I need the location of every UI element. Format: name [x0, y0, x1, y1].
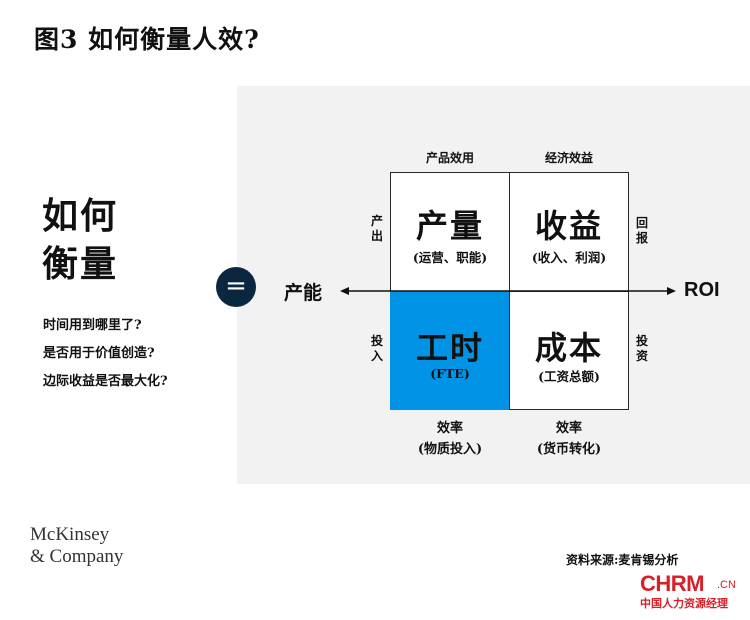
cell-cost: 成本 (工资总额) [509, 291, 629, 410]
bottom-label-line: (货币转化) [536, 442, 602, 457]
cell-revenue-subtitle: (收入、利润) [531, 250, 607, 265]
left-label-output: 产出 [369, 214, 385, 244]
source-note: 资料来源:麦肯锡分析 [566, 553, 679, 567]
intro-question: 边际收益是否最大化? [43, 374, 168, 389]
right-label-return-text: 回报 [635, 216, 648, 245]
left-label-output-text: 产出 [370, 214, 383, 243]
cell-output: 产量 (运营、职能) [390, 172, 510, 292]
bottom-label-physical-efficiency: 效率 (物质投入) [385, 418, 515, 460]
intro-question: 时间用到哪里了? [43, 318, 142, 333]
chrm-logo-main: CHRM [640, 571, 705, 596]
chrm-logo: CHRM .CN 中国人力资源经理 [640, 571, 740, 611]
intro-heading-line: 如何 [42, 195, 119, 237]
top-label-product-utility: 产品效用 [425, 151, 474, 165]
mckinsey-logo-line: McKinsey [30, 524, 110, 545]
cell-cost-title: 成本 [534, 329, 603, 367]
bottom-label-line: (物质投入) [417, 442, 483, 457]
cell-cost-subtitle: (工资总额) [538, 369, 600, 384]
cell-revenue-title: 收益 [534, 207, 603, 245]
arrow-right-icon [667, 287, 676, 295]
equals-badge: = [216, 267, 256, 307]
mckinsey-logo-line: & Company [30, 546, 124, 567]
cell-output-title: 产量 [415, 207, 484, 245]
left-label-input-text: 投入 [370, 334, 383, 363]
axis-left-label: 产能 [284, 282, 323, 304]
bottom-label-line: 效率 [555, 421, 582, 436]
intro-question: 是否用于价值创造? [43, 346, 155, 361]
arrow-left-icon [340, 287, 349, 295]
top-label-economic-benefit: 经济效益 [544, 151, 593, 165]
horizontal-axis [340, 287, 676, 295]
intro-heading-line: 衡量 [42, 243, 119, 285]
right-label-investment: 投资 [634, 334, 650, 364]
cell-output-subtitle: (运营、职能) [412, 250, 488, 265]
mckinsey-logo: McKinsey & Company [30, 524, 123, 568]
cell-revenue: 收益 (收入、利润) [509, 172, 629, 292]
cell-work-hours: 工时 (FTE) [390, 291, 510, 410]
chrm-logo-tagline: 中国人力资源经理 [640, 597, 728, 610]
figure-title: 图3 如何衡量人效? [34, 25, 260, 54]
bottom-label-monetary-efficiency: 效率 (货币转化) [504, 418, 634, 460]
intro-heading: 如何 衡量 [42, 192, 118, 288]
cell-work-hours-title: 工时 [415, 329, 484, 367]
bottom-label-line: 效率 [436, 421, 463, 436]
right-label-investment-text: 投资 [635, 334, 648, 363]
right-label-return: 回报 [634, 216, 650, 246]
cell-work-hours-subtitle: (FTE) [430, 366, 470, 381]
axis-right-label: ROI [684, 279, 720, 301]
chrm-logo-suffix: .CN [717, 579, 736, 591]
left-label-input: 投入 [369, 334, 385, 364]
